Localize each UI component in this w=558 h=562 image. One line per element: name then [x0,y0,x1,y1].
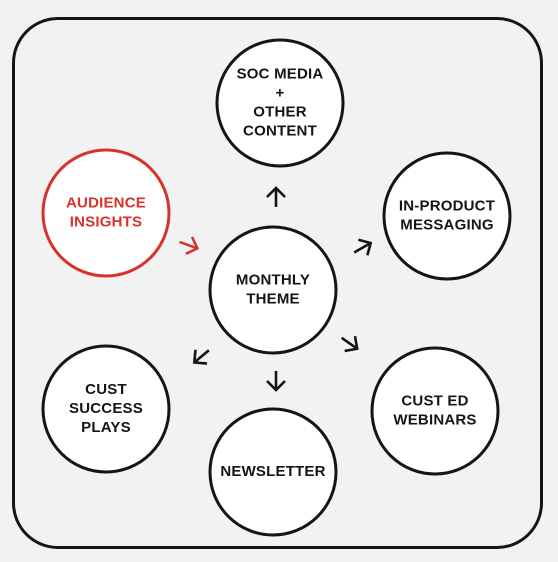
node-label-line: SUCCESS [69,400,143,417]
node-circle [41,344,171,474]
node-label-line: SOC MEDIA [237,65,324,82]
nodes: MONTHLY THEME SOC MEDIA + OTHER CONTENT IN-PRO… [41,38,512,537]
node-label-line: MONTHLY [236,271,310,288]
node-label-line: IN-PRODUCT [399,197,495,214]
arrow-shaft [340,336,358,350]
arrow-upper-left-to-center [179,236,200,255]
node-label-line: CUST [85,381,127,398]
arrow-center-to-upper-right [353,238,373,256]
node-label-line: WEBINARS [393,411,476,428]
node-label-line: + [276,84,285,101]
arrow-shaft [179,240,198,250]
arrow-center-to-top [266,186,286,207]
node-circle [370,346,500,476]
arrow-head [266,380,286,392]
arrows [179,186,373,392]
node-lower-left: CUST SUCCESS PLAYS [41,344,171,474]
node-lower-right: CUST ED WEBINARS [370,346,500,476]
arrow-head [266,186,286,198]
node-label-line: CUST ED [401,392,468,409]
node-label-line: NEWSLETTER [220,463,325,480]
node-label-line: PLAYS [81,419,131,436]
node-circle [382,151,512,281]
node-circle [215,38,345,168]
arrow-center-to-lower-right [340,335,359,353]
arrow-shaft [193,349,210,364]
node-bottom: NEWSLETTER [208,407,338,537]
node-label-line: OTHER [253,103,307,120]
node-center: MONTHLY THEME [208,225,338,355]
arrow-head [192,349,208,365]
arrow-head [358,238,373,256]
node-label-line: INSIGHTS [70,213,142,230]
diagram-frame [12,17,543,549]
node-label-line: MESSAGING [400,216,493,233]
node-label-line: THEME [246,290,300,307]
node-top: SOC MEDIA + OTHER CONTENT [215,38,345,168]
node-circle [208,407,338,537]
arrow-center-to-bottom [266,371,286,392]
arrow-shaft [353,241,372,254]
node-circle [208,225,338,355]
arrow-head [185,236,200,255]
node-circle [41,148,171,278]
arrow-center-to-lower-left [192,349,210,365]
node-upper-left: AUDIENCE INSIGHTS [41,148,171,278]
node-label-line: AUDIENCE [66,194,146,211]
node-upper-right: IN-PRODUCT MESSAGING [382,151,512,281]
node-label-line: CONTENT [243,122,317,139]
arrow-head [344,335,359,353]
